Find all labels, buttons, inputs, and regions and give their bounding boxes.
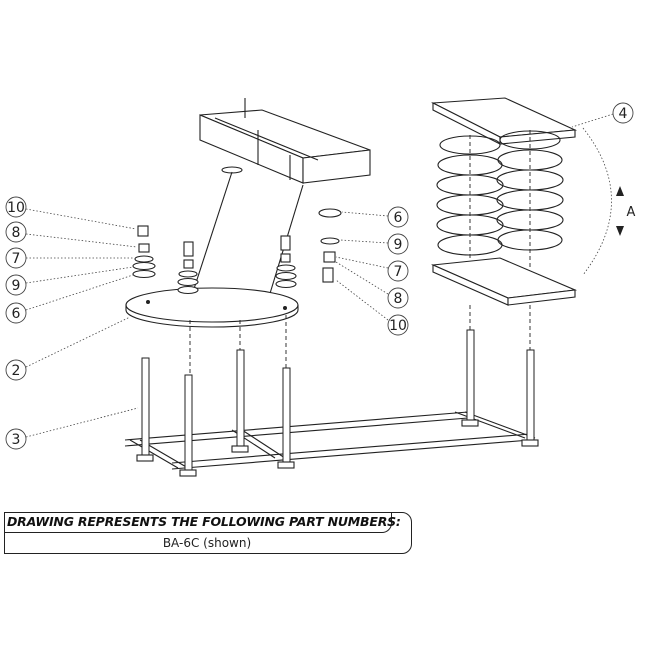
right-hardware-stack	[318, 208, 342, 283]
callout-7-right: 7	[335, 256, 409, 282]
svg-text:8: 8	[12, 225, 21, 241]
part-number-row: BA-6C (shown)	[162, 536, 252, 550]
svg-text:3: 3	[12, 432, 21, 448]
svg-text:6: 6	[12, 306, 21, 322]
ground-frame	[124, 305, 539, 477]
dimension-a-label: A	[627, 205, 636, 220]
support-bracket	[125, 98, 371, 328]
left-hardware-stack	[132, 225, 156, 279]
callout-6-right: 6	[341, 206, 409, 228]
part-numbers-table: DRAWING REPRESENTS THE FOLLOWING PART NU…	[4, 512, 412, 554]
callout-8-right: 8	[335, 261, 409, 309]
table-header-text: DRAWING REPRESENTS THE FOLLOWING PART NU…	[7, 514, 401, 529]
table-header: DRAWING REPRESENTS THE FOLLOWING PART NU…	[4, 512, 401, 533]
callout-6-left: 6	[5, 274, 134, 324]
callout-2: 2	[5, 316, 131, 381]
svg-text:2: 2	[12, 363, 21, 379]
callout-4: 4	[571, 102, 634, 128]
mounted-hardware-stacks	[177, 235, 297, 295]
svg-text:7: 7	[394, 264, 403, 280]
callout-8-left: 8	[5, 221, 138, 248]
callout-10-right: 10	[335, 279, 409, 336]
svg-text:4: 4	[619, 106, 628, 122]
table-frame	[4, 512, 412, 554]
svg-text:6: 6	[394, 210, 403, 226]
svg-text:7: 7	[12, 251, 21, 267]
svg-text:10: 10	[389, 318, 407, 334]
spring-assembly	[430, 97, 624, 306]
svg-text:10: 10	[7, 200, 25, 216]
svg-text:8: 8	[394, 291, 403, 307]
svg-text:9: 9	[12, 278, 21, 294]
svg-text:9: 9	[394, 237, 403, 253]
callout-10-left: 10	[5, 196, 137, 230]
callout-7-left: 7	[5, 247, 134, 269]
callout-9-right: 9	[339, 233, 409, 255]
svg-text:A: A	[627, 205, 636, 220]
callout-3: 3	[5, 407, 139, 450]
callout-9-left: 9	[5, 266, 134, 296]
